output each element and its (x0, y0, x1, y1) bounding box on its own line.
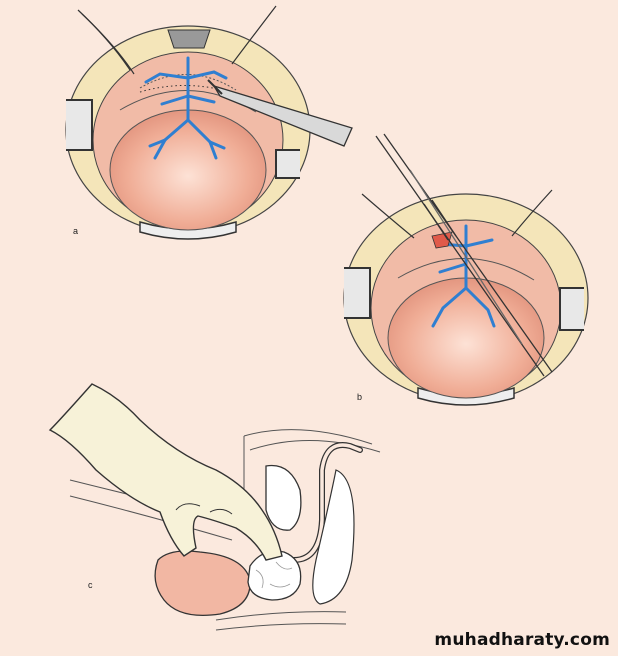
panel-b-drawing (343, 133, 589, 406)
panel-label-a: a (73, 226, 79, 236)
pubic-bone (265, 464, 302, 531)
scalpel-icon (207, 79, 353, 147)
panel-a-drawing (65, 5, 353, 240)
panel-c-drawing (48, 383, 381, 631)
gloved-hand-icon (48, 383, 283, 561)
forceps-icon (375, 133, 553, 377)
rectum (312, 469, 355, 605)
prostate-gland-b (387, 277, 545, 399)
bladder (154, 550, 251, 617)
dorsal-vein-complex-a (144, 56, 228, 160)
panel-label-b: b (357, 392, 363, 402)
ligated-vein-stump (431, 231, 453, 249)
site-watermark: muhadharaty.com (434, 630, 610, 650)
panel-label-c: c (88, 580, 93, 590)
prostate-gland-a (109, 109, 267, 231)
pelvic-sagittal-outline (69, 429, 381, 631)
